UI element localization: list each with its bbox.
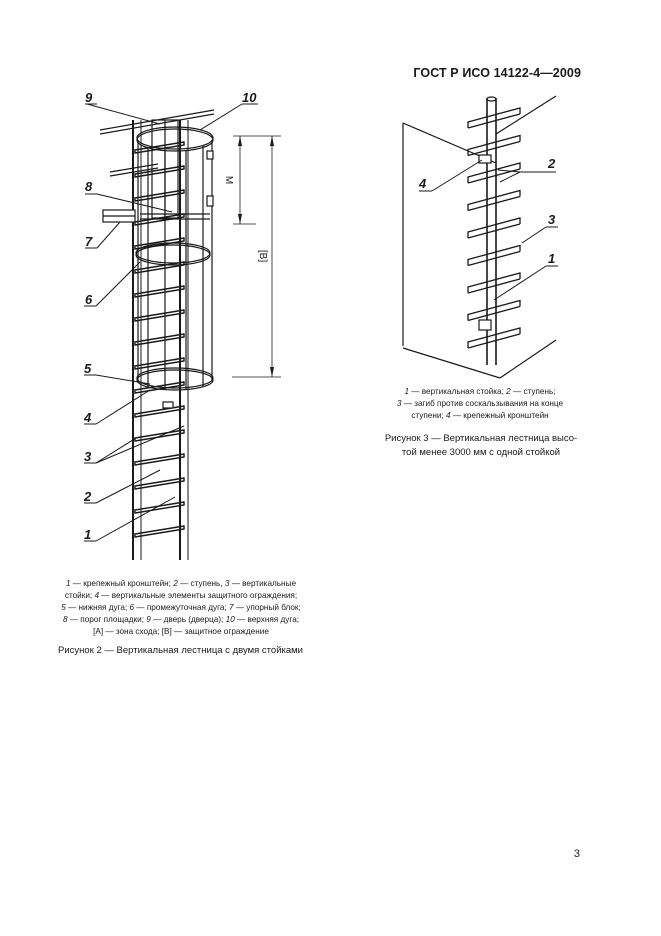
ladder-step [467, 189, 521, 212]
ladder-rung [134, 285, 185, 298]
ladder-rung [134, 525, 185, 538]
ladder-rung [134, 309, 185, 322]
ladder-rung [134, 237, 185, 250]
ladder-rung [134, 453, 185, 466]
page-number: 3 [573, 848, 580, 860]
ladder-step [467, 217, 521, 239]
standard-header: ГОСТ Р ИСО 14122-4—2009 [413, 66, 581, 80]
ladder-rung [134, 405, 185, 418]
legend-line: 1 — крепежный кронштейн; 2 — ступень, 3 … [65, 579, 297, 588]
label-6: 6 [85, 292, 93, 307]
ladder-rung [134, 213, 185, 226]
label-2: 2 [547, 156, 556, 171]
legend-line: [А] — зона схода; [В] — защитное огражде… [93, 627, 269, 636]
label-8: 8 [85, 179, 93, 194]
label-1: 1 [84, 527, 91, 542]
figure-3-caption: Рисунок 3 — Вертикальная лестница высо- … [376, 432, 586, 460]
figure-2-caption: Рисунок 2 — Вертикальная лестница с двум… [58, 645, 303, 656]
ladder-step [467, 244, 521, 267]
ladder-rung [134, 333, 185, 346]
ladder-rung [134, 477, 185, 490]
label-1: 1 [548, 251, 555, 266]
legend-line: стойки; 4 — вертикальные элементы защитн… [64, 591, 298, 600]
figure-2-legend: 1 — крепежный кронштейн; 2 — ступень, 3 … [47, 578, 315, 638]
ladder-rung [134, 189, 185, 202]
dimension-b: [В] [257, 250, 268, 262]
label-9: 9 [85, 90, 93, 105]
legend-line: 1 — вертикальная стойка; 2 — ступень; [404, 387, 556, 396]
ladder-step [467, 299, 521, 322]
legend-line: 8 — порог площадки; 9 — дверь (дверца); … [62, 615, 300, 624]
label-10: 10 [242, 90, 257, 105]
legend-line: ступени; 4 — крепежный кронштейн [411, 411, 549, 420]
legend-line: 5 — нижняя дуга; 6 — промежуточная дуга;… [61, 603, 301, 612]
label-4: 4 [83, 410, 92, 425]
ladder-rung [134, 501, 185, 514]
figure-3-legend: 1 — вертикальная стойка; 2 — ступень; 3 … [380, 386, 580, 422]
dimension-m: М [223, 176, 234, 184]
ladder-rung [134, 357, 185, 370]
ladder-step [467, 107, 521, 129]
label-2: 2 [83, 489, 92, 504]
label-4: 4 [418, 176, 427, 191]
ladder-rung [134, 141, 185, 154]
label-3: 3 [84, 449, 92, 464]
ladder-rung [134, 165, 185, 178]
ladder-step [467, 134, 521, 157]
caption-line: той менее 3000 мм с одной стойкой [401, 447, 561, 458]
label-7: 7 [85, 234, 93, 249]
label-3: 3 [548, 212, 556, 227]
ladder-step [467, 327, 521, 349]
ladder-rung [134, 381, 185, 394]
ladder-step [467, 162, 521, 184]
ladder-step [467, 272, 521, 294]
caption-line: Рисунок 3 — Вертикальная лестница высо- [384, 433, 578, 444]
legend-line: 3 — загиб против соскальзывания на конце [396, 399, 564, 408]
label-5: 5 [84, 361, 92, 376]
